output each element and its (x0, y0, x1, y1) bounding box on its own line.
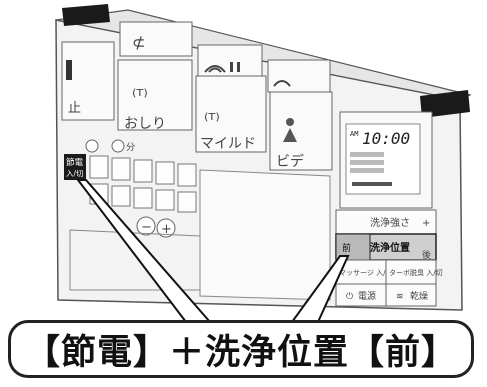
bidet-person-body (283, 128, 297, 142)
wash-strength-label: 洗浄強さ (370, 216, 410, 229)
mild-icon: ⁽ᵀ⁾ (204, 110, 220, 131)
top-button-3[interactable] (267, 59, 331, 93)
plus-symbol: + (161, 222, 172, 237)
timer-indicator-2 (111, 139, 125, 153)
oshiri-icon: ⁽ᵀ⁾ (132, 86, 148, 107)
setsuden-button[interactable] (64, 154, 86, 180)
wash-strength-plus: + (422, 218, 430, 229)
oshiri-label: おしり (124, 116, 166, 132)
setting-button[interactable] (177, 163, 197, 187)
lcd-level-bar (352, 182, 392, 186)
wave-icon (204, 65, 226, 73)
oshiri-button[interactable] (117, 59, 193, 131)
position-front-label: 前 (342, 242, 351, 254)
power-label: 電源 (358, 291, 376, 302)
setting-button[interactable] (111, 157, 131, 181)
setting-button[interactable] (133, 187, 153, 209)
setting-button[interactable] (89, 155, 109, 179)
setting-button[interactable] (177, 191, 197, 213)
dry-icon: ≋ (396, 292, 404, 302)
pause-bar-1 (230, 62, 233, 72)
lcd-time: 10:00 (362, 129, 410, 148)
left-end-cap (62, 4, 110, 26)
top-button-2[interactable] (197, 44, 263, 78)
setting-button[interactable] (133, 159, 153, 183)
minus-button[interactable] (136, 216, 156, 236)
stop-square-icon (66, 60, 72, 80)
turbo-deodorize-button[interactable] (385, 259, 437, 285)
stop-button[interactable] (61, 41, 115, 121)
timer-label: 分 (126, 142, 135, 153)
position-back-label: 後 (422, 249, 431, 261)
setting-button[interactable] (155, 189, 175, 211)
lcd-segment-3 (350, 168, 384, 173)
dry-button[interactable] (385, 283, 437, 307)
setting-button[interactable] (111, 185, 131, 207)
setting-button[interactable] (155, 161, 175, 185)
lcd-am: AM (350, 130, 358, 138)
top-button-1[interactable] (119, 21, 193, 57)
lcd-segment-1 (350, 152, 384, 157)
right-end-cap (420, 90, 470, 118)
minus-symbol: − (141, 220, 152, 235)
wash-strength-button[interactable] (335, 209, 437, 235)
mild-button[interactable] (195, 75, 267, 153)
turbo-label: ターボ脱臭 入/切 (389, 268, 443, 277)
massage-label: マッサージ 入/切 (339, 269, 392, 277)
setsuden-label-1: 節電 (66, 157, 84, 168)
timer-indicator (85, 139, 99, 153)
center-cover (199, 169, 331, 301)
stop-label: 止 (68, 101, 81, 116)
mild-label: マイルド (200, 136, 256, 152)
pause-bar-2 (237, 62, 240, 72)
callout-caption: 【節電】＋洗浄位置【前】 (8, 320, 474, 378)
caption-text: 【節電】＋洗浄位置【前】 (24, 332, 457, 373)
bidet-button[interactable] (269, 91, 333, 171)
setsuden-label-2: 入/切 (66, 169, 84, 178)
bidet-person-icon (286, 118, 294, 126)
lcd-segment-2 (350, 160, 384, 165)
plus-button[interactable] (156, 218, 176, 238)
power-icon: ⏻ (346, 291, 353, 302)
dry-label: 乾燥 (410, 290, 428, 302)
wave-icon-small (273, 80, 291, 87)
wash-position-label: 洗浄位置 (370, 241, 410, 254)
top-icon-1: ⊄ (132, 33, 145, 52)
bidet-label: ビデ (276, 153, 304, 170)
